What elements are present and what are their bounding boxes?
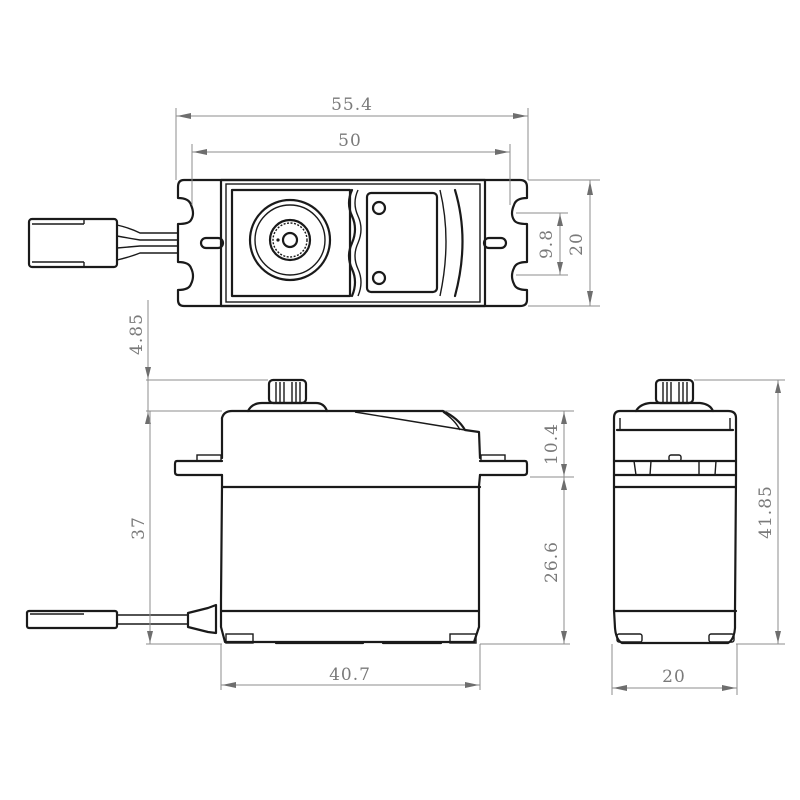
top-view: 55.4 50 9.8 20 [27, 95, 600, 308]
case-top-inner [225, 183, 481, 303]
dim-55-4: 55.4 [175, 95, 529, 180]
dim-label-case-width: 40.7 [329, 665, 371, 685]
dim-label-overall-width: 55.4 [331, 95, 373, 115]
top-cover [220, 409, 482, 460]
dim-20-top: 20 [528, 179, 600, 307]
slot-right [482, 236, 508, 250]
flange-left [173, 459, 224, 477]
dim-label-hole-spacing: 50 [338, 131, 362, 151]
dim-41-85: 41.85 [694, 379, 785, 645]
dim-26-6: 26.6 [480, 477, 570, 645]
dim-label-body-depth: 20 [567, 232, 587, 256]
output-spline-top [248, 198, 332, 282]
label-panel [365, 191, 439, 294]
screw-icon [371, 270, 387, 286]
dim-label-hole-pitch: 9.8 [537, 229, 557, 259]
case-front [219, 473, 482, 644]
dim-label-side-width: 20 [662, 667, 686, 687]
dim-9-8: 9.8 [516, 212, 568, 276]
slot-left [199, 236, 225, 250]
wavy-edge [347, 188, 357, 298]
dim-label-spline-height: 4.85 [127, 313, 147, 355]
output-spline-side [634, 378, 715, 413]
dim-label-total-height: 41.85 [756, 485, 776, 539]
dim-50: 50 [191, 131, 511, 205]
case-side [612, 409, 738, 645]
output-spline-front [246, 378, 329, 413]
connector-plug [27, 217, 119, 269]
dim-40-7: 40.7 [220, 644, 481, 690]
dim-37: 37 [129, 411, 222, 645]
mount-flange [176, 178, 529, 308]
dim-label-case-height: 37 [129, 516, 149, 540]
case-top-outline [219, 178, 487, 308]
cable-connector-front [25, 603, 218, 635]
dim-label-flange-bottom: 26.6 [542, 541, 562, 583]
front-view: 4.85 37 10.4 26.6 [25, 300, 574, 690]
dim-4-85: 4.85 [127, 300, 268, 424]
screw-icon [371, 200, 387, 216]
side-view: 41.85 20 [611, 378, 785, 695]
cable-wires [116, 224, 178, 261]
dim-20-side: 20 [611, 644, 738, 695]
dim-10-4: 10.4 [445, 410, 574, 478]
dim-label-flange-top: 10.4 [542, 423, 562, 465]
flange-right [478, 459, 529, 477]
gear-cover [230, 188, 352, 298]
